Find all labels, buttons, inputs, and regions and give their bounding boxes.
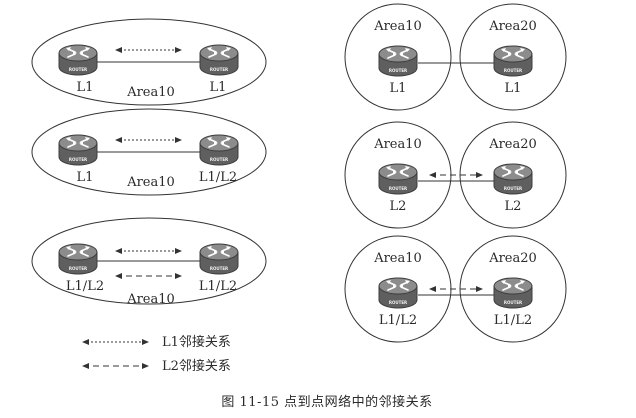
area-ellipse (31, 108, 267, 196)
router-right: ROUTER (493, 163, 533, 195)
router-right: ROUTER (493, 277, 533, 309)
area-label: Area10 (126, 85, 175, 100)
router-text: ROUTER (389, 68, 407, 73)
legend-item-l2: L2邻接关系 (82, 358, 231, 374)
router-text: ROUTER (504, 300, 522, 305)
router-left-label: L1/L2 (379, 313, 417, 328)
router-text: ROUTER (389, 300, 407, 305)
area-label-right: Area20 (488, 137, 537, 152)
router-left: ROUTER (378, 45, 418, 77)
area-label-right: Area20 (488, 19, 537, 34)
router-text: ROUTER (69, 67, 87, 72)
router-right-label: L2 (505, 199, 522, 214)
router-text: ROUTER (69, 157, 87, 162)
area-label: Area10 (126, 292, 175, 307)
legend-item-l1: L1邻接关系 (82, 334, 231, 350)
router-text: ROUTER (389, 186, 407, 191)
router-left: ROUTER (58, 44, 98, 76)
area-label-right: Area20 (488, 251, 537, 266)
router-left-label: L1 (77, 80, 94, 95)
router-text: ROUTER (210, 67, 228, 72)
area-circle-left (344, 3, 452, 111)
legend-label-l2: L2邻接关系 (162, 358, 231, 374)
figure-caption: 图 11-15 点到点网络中的邻接关系 (221, 394, 432, 410)
router-left: ROUTER (378, 277, 418, 309)
legend: L1邻接关系 L2邻接关系 (82, 334, 231, 374)
router-right: ROUTER (199, 243, 239, 275)
router-text: ROUTER (69, 266, 87, 271)
router-right-label: L1/L2 (199, 170, 237, 185)
router-left: ROUTER (58, 243, 98, 275)
router-text: ROUTER (504, 186, 522, 191)
router-right: ROUTER (199, 44, 239, 76)
left-diagram-2: ROUTER ROUTER L1 L1/L2 Area10 (31, 108, 267, 196)
router-text: ROUTER (210, 266, 228, 271)
area-ellipse (31, 18, 267, 106)
router-right-label: L1/L2 (494, 313, 532, 328)
area-circle-right (459, 3, 567, 111)
area-label-left: Area10 (373, 19, 422, 34)
router-left-label: L2 (390, 199, 407, 214)
router-right: ROUTER (199, 134, 239, 166)
router-right-label: L1 (210, 80, 227, 95)
router-text: ROUTER (210, 157, 228, 162)
router-left-label: L1 (390, 81, 407, 96)
router-left-label: L1/L2 (66, 279, 104, 294)
router-left: ROUTER (58, 134, 98, 166)
router-left: ROUTER (378, 163, 418, 195)
router-right-label: L1/L2 (199, 279, 237, 294)
router-left-label: L1 (77, 170, 94, 185)
router-text: ROUTER (504, 68, 522, 73)
area-label: Area10 (126, 175, 175, 190)
legend-label-l1: L1邻接关系 (162, 334, 231, 350)
router-right: ROUTER (493, 45, 533, 77)
left-diagram-1: ROUTER ROUTER L1 L1 Area10 (31, 18, 267, 106)
area-ellipse (31, 217, 267, 305)
area-label-left: Area10 (373, 251, 422, 266)
area-label-left: Area10 (373, 137, 422, 152)
router-right-label: L1 (505, 81, 522, 96)
